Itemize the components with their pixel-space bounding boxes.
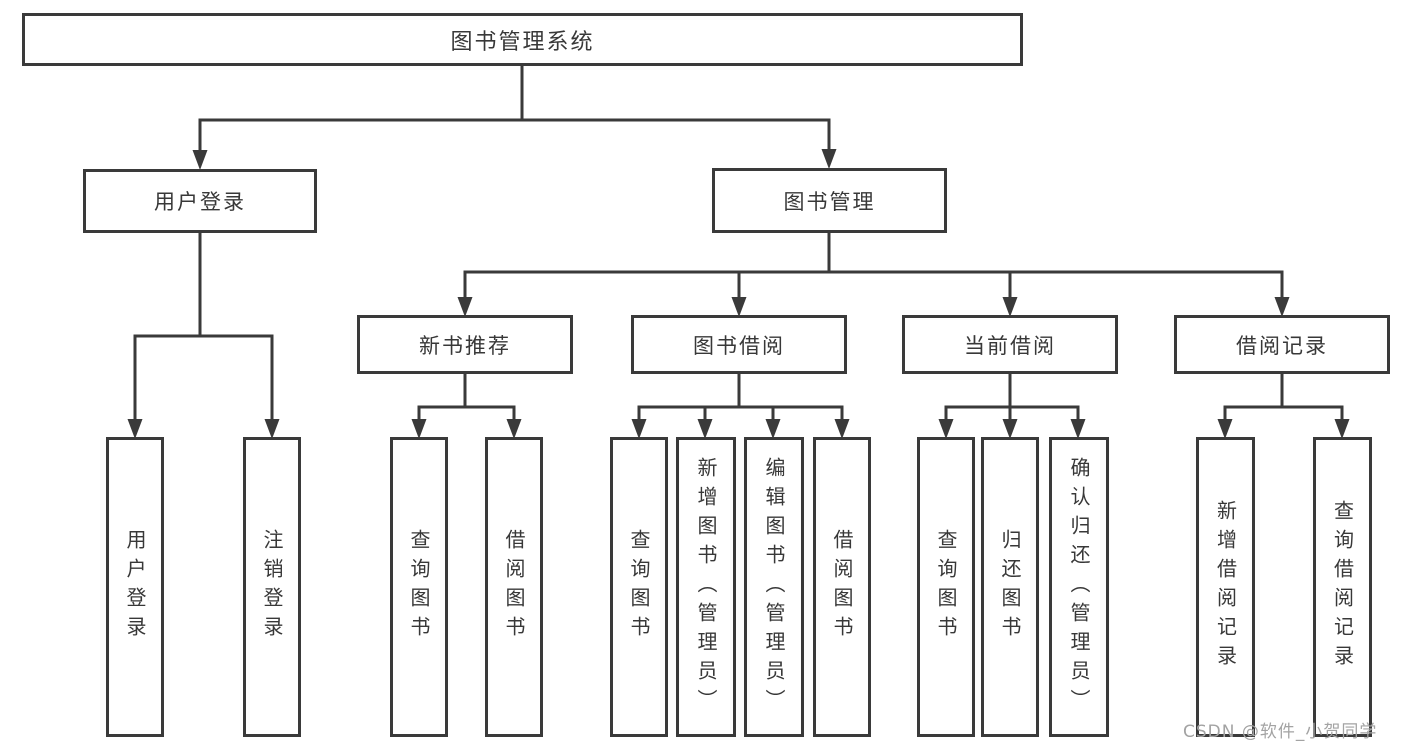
leaf-records-query-borrow-record: 查询借阅记录 — [1313, 437, 1372, 737]
node-book-management: 图书管理 — [712, 168, 947, 233]
csdn-watermark: CSDN @软件_小贺同学 — [1183, 722, 1378, 742]
leaf-newrec-borrow-books: 借阅图书 — [485, 437, 543, 737]
leaf-borrow-query-books: 查询图书 — [610, 437, 668, 737]
leaf-user-login: 用户登录 — [106, 437, 164, 737]
leaf-newrec-query-books: 查询图书 — [390, 437, 448, 737]
node-new-book-recommend: 新书推荐 — [357, 315, 573, 374]
node-library-management-system: 图书管理系统 — [22, 13, 1023, 66]
leaf-borrow-add-books-admin: 新增图书（管理员） — [676, 437, 736, 737]
leaf-current-return-books: 归还图书 — [981, 437, 1039, 737]
node-user-login: 用户登录 — [83, 169, 317, 233]
leaf-logout-login: 注销登录 — [243, 437, 301, 737]
node-borrow-records: 借阅记录 — [1174, 315, 1390, 374]
leaf-borrow-borrow-books: 借阅图书 — [813, 437, 871, 737]
node-book-borrow: 图书借阅 — [631, 315, 847, 374]
leaf-current-confirm-return-admin: 确认归还（管理员） — [1049, 437, 1109, 737]
leaf-records-add-borrow-record: 新增借阅记录 — [1196, 437, 1255, 737]
leaf-current-query-books: 查询图书 — [917, 437, 975, 737]
leaf-borrow-edit-books-admin: 编辑图书（管理员） — [744, 437, 804, 737]
node-current-borrow: 当前借阅 — [902, 315, 1118, 374]
